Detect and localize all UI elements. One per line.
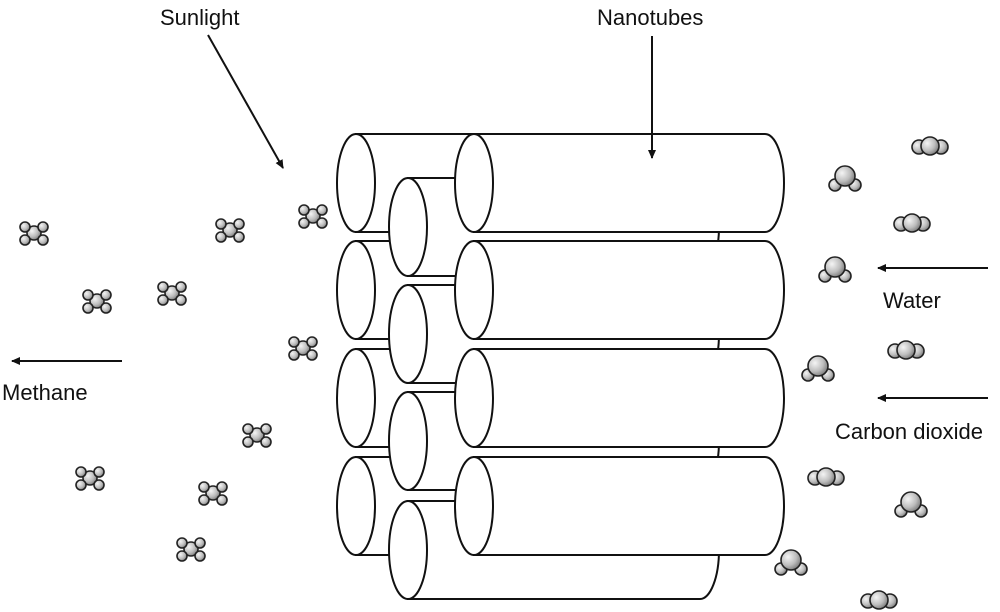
water-label: Water (883, 288, 941, 313)
nanotube (454, 240, 785, 340)
methane-label: Methane (2, 380, 88, 405)
methane-molecule (19, 221, 49, 246)
carbon-dioxide-molecule (807, 467, 845, 487)
carbon-dioxide-molecule (860, 590, 898, 610)
carbon-dioxide-molecule (887, 340, 925, 360)
carbon-dioxide-molecule (911, 136, 949, 156)
methane-molecule (176, 537, 206, 562)
water-molecule (801, 355, 835, 382)
methane-molecule (298, 204, 328, 229)
nanotube (454, 133, 785, 233)
sunlight-label: Sunlight (160, 5, 240, 30)
methane-molecule (288, 336, 318, 361)
methane-molecule (157, 281, 187, 306)
water-molecule (774, 549, 808, 576)
methane-molecule (198, 481, 228, 506)
water-molecule (894, 491, 928, 518)
methane-molecule (215, 218, 245, 243)
molecules (19, 136, 949, 610)
water-molecule (818, 256, 852, 283)
nanotube (454, 348, 785, 448)
nanotube (454, 456, 785, 556)
methane-molecule (75, 466, 105, 491)
carbon-dioxide-label: Carbon dioxide (835, 419, 983, 444)
nanotubes-label: Nanotubes (597, 5, 704, 30)
methane-molecule (82, 289, 112, 314)
sunlight-arrow (207, 34, 284, 169)
water-molecule (828, 165, 862, 192)
nanotube-bundle (336, 133, 785, 600)
arrows (11, 34, 988, 402)
methane-molecule (242, 423, 272, 448)
carbon-dioxide-molecule (893, 213, 931, 233)
